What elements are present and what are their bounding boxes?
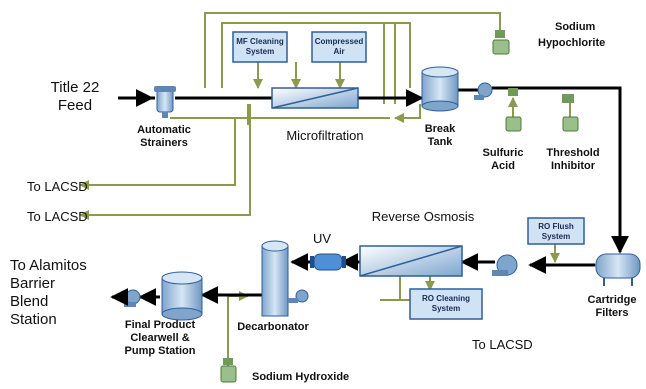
final-product-label-1: Final Product <box>125 319 196 331</box>
to-lacsd-label-3: To LACSD <box>472 337 533 352</box>
feed-label-1: Title 22 <box>51 79 100 96</box>
threshold-label-2: Inhibitor <box>551 160 596 172</box>
decarbonator-icon <box>261 240 309 317</box>
automatic-strainer-icon <box>154 86 176 118</box>
compressed-air-label-1: Compressed <box>315 37 364 46</box>
reverse-osmosis-label: Reverse Osmosis <box>372 209 475 224</box>
ro-flush-label-1: RO Flush <box>538 222 574 231</box>
mf-cleaning-system-box: MF Cleaning System <box>232 31 288 63</box>
strainers-label-1: Automatic <box>137 124 191 136</box>
cartridge-label-1: Cartridge <box>588 294 637 306</box>
sulfuric-acid-label-2: Acid <box>491 160 515 172</box>
sodium-hydroxide-tank-icon <box>220 358 237 383</box>
threshold-inhibitor-tank-icon <box>562 94 579 132</box>
alamitos-label-2: Barrier <box>10 275 55 292</box>
compressed-air-box: Compressed Air <box>311 31 367 63</box>
microfiltration-label: Microfiltration <box>286 128 363 143</box>
hypochlorite-label-1: Sodium <box>555 21 596 33</box>
break-tank-icon <box>421 66 459 112</box>
sulfuric-acid-label-1: Sulfuric <box>483 147 524 159</box>
final-product-label-3: Pump Station <box>125 345 196 357</box>
microfiltration-module <box>271 87 359 109</box>
hypochlorite-tank-icon <box>492 30 510 55</box>
uv-label: UV <box>313 231 331 246</box>
uv-unit-icon <box>310 253 346 271</box>
feed-label-2: Feed <box>58 97 92 114</box>
final-product-label-2: Clearwell & <box>130 332 189 344</box>
compressed-air-label-2: Air <box>333 47 344 56</box>
ro-flush-system-box: RO Flush System <box>527 217 585 245</box>
strainers-label-2: Strainers <box>140 137 188 149</box>
sodium-hydroxide-label: Sodium Hydroxide <box>252 371 349 383</box>
mf-cleaning-label-2: System <box>246 47 274 56</box>
break-tank-label-1: Break <box>425 123 456 135</box>
reverse-osmosis-module <box>359 245 463 277</box>
hypochlorite-label-2: Hypochlorite <box>538 37 605 49</box>
sulfuric-acid-tank-icon <box>505 88 522 132</box>
ro-cleaning-label-2: System <box>432 304 460 313</box>
to-lacsd-label-2: To LACSD <box>27 209 88 224</box>
cartridge-label-2: Filters <box>595 307 628 319</box>
alamitos-label-3: Blend <box>10 293 48 310</box>
break-tank-pump-icon <box>474 82 493 100</box>
mf-cleaning-label-1: MF Cleaning <box>236 37 284 46</box>
ro-cleaning-system-box: RO Cleaning System <box>409 288 483 320</box>
product-pump-icon <box>110 288 141 307</box>
decarbonator-label: Decarbonator <box>237 321 309 333</box>
break-tank-label-2: Tank <box>428 136 454 148</box>
ro-pump-icon <box>492 254 518 276</box>
clearwell-tank-icon <box>161 271 203 321</box>
cartridge-filters-icon <box>595 253 641 286</box>
alamitos-label-1: To Alamitos <box>10 257 87 274</box>
to-lacsd-label-1: To LACSD <box>27 179 88 194</box>
ro-flush-label-2: System <box>542 232 570 241</box>
alamitos-label-4: Station <box>10 311 57 328</box>
ro-cleaning-label-1: RO Cleaning <box>422 294 470 303</box>
threshold-label-1: Threshold <box>546 147 599 159</box>
